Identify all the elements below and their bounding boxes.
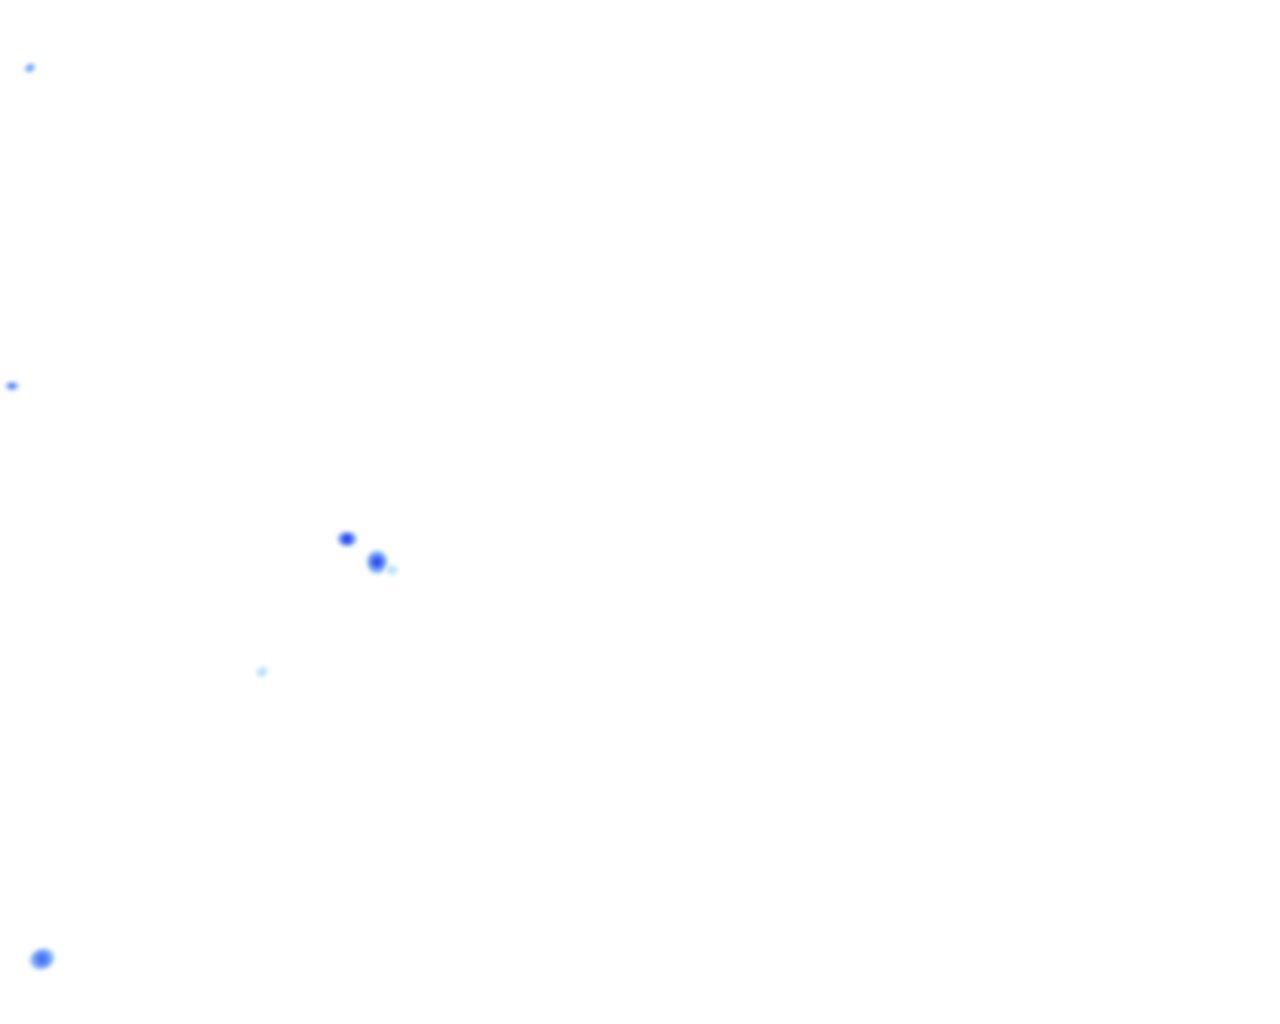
- precip-cell-2: [5, 382, 19, 390]
- precip-cell-4: [367, 550, 387, 574]
- precip-cell-7: [26, 945, 58, 973]
- precip-cell-3: [337, 532, 357, 546]
- precip-cell-5: [385, 565, 399, 575]
- precip-cell-6: [253, 663, 271, 681]
- precip-cell-1: [22, 61, 38, 75]
